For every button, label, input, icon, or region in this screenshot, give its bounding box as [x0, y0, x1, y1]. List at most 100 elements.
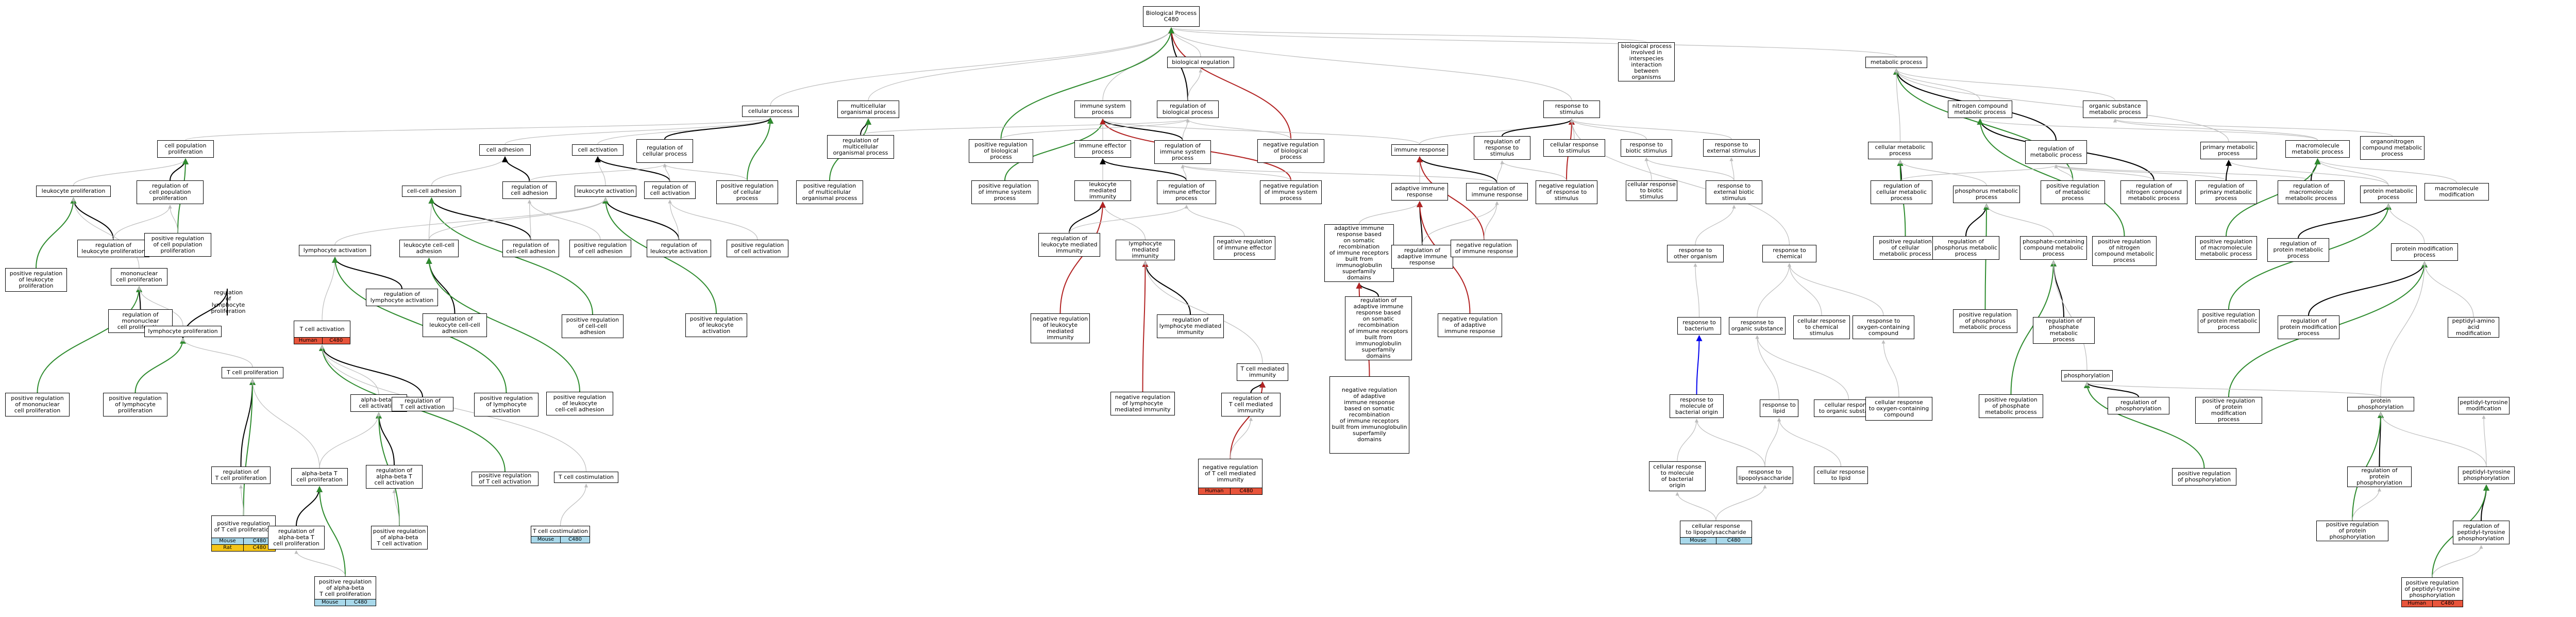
go-term-node-breg[interactable]: biological regulation — [1167, 57, 1234, 68]
go-term-node-posregpeptyr[interactable]: positive regulation of peptidyl-tyrosine… — [2401, 577, 2463, 607]
go-term-node-adapt[interactable]: adaptive immune response — [1391, 183, 1448, 201]
go-term-node-negregimresp[interactable]: negative regulation of immune response — [1451, 240, 1518, 257]
go-term-node-peptyrphos[interactable]: peptidyl-tyrosine phosphorylation — [2458, 466, 2515, 484]
go-term-node-regtact[interactable]: regulation of T cell activation — [392, 397, 453, 411]
go-term-node-leukact[interactable]: leukocyte activation — [575, 186, 636, 197]
go-term-node-lymphprol[interactable]: lymphocyte proliferation — [144, 326, 222, 337]
go-term-node-imresp[interactable]: immune response — [1391, 144, 1448, 156]
go-term-node-negregadapt[interactable]: negative regulation of adaptive immune r… — [1438, 313, 1502, 337]
go-term-node-primary[interactable]: primary metabolic process — [2200, 142, 2257, 159]
go-term-node-multi[interactable]: multicellular organismal process — [837, 101, 899, 118]
go-term-node-regcellcpp[interactable]: regulation of lymphocyte proliferation — [211, 289, 246, 315]
go-term-node-regmet[interactable]: regulation of metabolic process — [2025, 140, 2087, 164]
go-term-node-chem[interactable]: response to chemical — [1762, 245, 1816, 262]
go-term-node-posregabprol[interactable]: positive regulation of alpha-beta T cell… — [314, 576, 376, 606]
go-term-node-posregphosmet[interactable]: positive regulation of phosphorus metabo… — [1953, 309, 2017, 333]
go-term-node-negregleukmed[interactable]: negative regulation of leukocyte mediate… — [1031, 313, 1090, 343]
go-term-node-phosphcomp[interactable]: phosphate-containing compound metabolic … — [2020, 236, 2087, 260]
go-term-node-imeff[interactable]: immune effector process — [1074, 140, 1131, 158]
go-term-node-tcostim[interactable]: T cell costimulation — [554, 472, 618, 483]
go-term-node-negregtmed[interactable]: negative regulation of T cell mediated i… — [1198, 459, 1262, 495]
go-term-node-celllipid[interactable]: cellular response to lipid — [1814, 466, 1868, 484]
go-term-node-posregprotphos[interactable]: positive regulation of protein phosphory… — [2316, 521, 2388, 541]
go-term-node-posregnitro[interactable]: positive regulation of nitrogen compound… — [2092, 236, 2157, 266]
go-term-node-regprotmet[interactable]: regulation of protein metabolic process — [2267, 238, 2329, 262]
go-term-node-tprol[interactable]: T cell proliferation — [222, 367, 283, 378]
go-term-node-posregcellmet[interactable]: positive regulation of cellular metaboli… — [1873, 236, 1938, 260]
go-term-node-immune[interactable]: immune system process — [1074, 101, 1131, 118]
go-term-node-protphos[interactable]: protein phosphorylation — [2347, 397, 2414, 411]
go-term-node-posregleukprol[interactable]: positive regulation of leukocyte prolife… — [5, 268, 67, 292]
go-term-node-posreglymphprol[interactable]: positive regulation of lymphocyte prolif… — [103, 393, 167, 416]
go-term-node-posregmulti[interactable]: positive regulation of multicellular org… — [796, 180, 863, 204]
go-term-node-regimsys[interactable]: regulation of immune system process — [1154, 140, 1211, 164]
go-term-node-regleukact[interactable]: regulation of leukocyte activation — [647, 240, 711, 257]
go-term-node-lymphmed[interactable]: lymphocyte mediated immunity — [1116, 240, 1175, 260]
go-term-node-posreglymphact[interactable]: positive regulation of lymphocyte activa… — [474, 393, 538, 416]
go-term-node-protmod[interactable]: protein modification process — [2391, 243, 2458, 261]
go-term-node-negregresp[interactable]: negative regulation of response to stimu… — [1536, 180, 1597, 204]
go-term-node-adaptsom[interactable]: adaptive immune response based on somati… — [1324, 224, 1394, 282]
go-term-node-regadapt[interactable]: regulation of adaptive immune response — [1391, 245, 1453, 269]
go-term-node-posregleukact[interactable]: positive regulation of leukocyte activat… — [685, 313, 747, 337]
go-term-node-regtmed[interactable]: regulation of T cell mediated immunity — [1221, 393, 1281, 416]
go-term-node-regcellact[interactable]: regulation of cell activation — [644, 181, 696, 199]
go-term-node-extbiotic[interactable]: response to external biotic stimulus — [1706, 180, 1762, 204]
go-term-node-celloxy[interactable]: cellular response to oxygen-containing c… — [1865, 397, 1932, 421]
go-term-node-negreglymphmed[interactable]: negative regulation of lymphocyte mediat… — [1110, 392, 1175, 415]
go-term-node-bp[interactable]: Biological Process C480 — [1143, 6, 1200, 27]
go-term-node-regleukprol[interactable]: regulation of leukocyte proliferation — [77, 240, 149, 257]
go-term-node-regimresp[interactable]: regulation of immune response — [1466, 183, 1528, 201]
go-term-node-regresp[interactable]: regulation of response to stimulus — [1474, 136, 1530, 160]
go-term-node-macromod[interactable]: macromolecule modification — [2425, 183, 2489, 201]
go-term-node-regadaptsom[interactable]: regulation of adaptive immune response b… — [1345, 296, 1412, 360]
go-term-node-regprotmod[interactable]: regulation of protein modification proce… — [2278, 315, 2339, 339]
go-term-node-lymphact[interactable]: lymphocyte activation — [299, 245, 371, 256]
go-term-node-regleukmed[interactable]: regulation of leukocyte mediated immunit… — [1038, 233, 1100, 257]
go-term-node-orgsubresp[interactable]: response to organic substance — [1729, 317, 1786, 335]
go-term-node-posregcellp[interactable]: positive regulation of cellular process — [716, 180, 778, 204]
go-term-node-phosphorylation[interactable]: phosphorylation — [2061, 370, 2113, 381]
go-term-node-posregcellact[interactable]: positive regulation of cell activation — [727, 240, 788, 257]
go-term-node-negregbp[interactable]: negative regulation of biological proces… — [1257, 139, 1324, 163]
go-term-node-binter[interactable]: biological process involved in interspec… — [1618, 42, 1675, 81]
go-term-node-respmolbact[interactable]: response to molecule of bacterial origin — [1670, 394, 1724, 418]
go-term-node-resplps[interactable]: response to lipopolysaccharide — [1737, 466, 1793, 484]
go-term-node-posregphosph[interactable]: positive regulation of phosphorylation — [2172, 468, 2236, 486]
go-term-node-cellchem[interactable]: cellular response to chemical stimulus — [1793, 315, 1850, 339]
go-term-node-cellmet[interactable]: cellular metabolic process — [1868, 142, 1932, 159]
go-term-node-regtprol[interactable]: regulation of T cell proliferation — [211, 466, 271, 484]
go-term-node-phosmet[interactable]: phosphorus metabolic process — [1953, 186, 2020, 203]
go-term-node-regbp[interactable]: regulation of biological process — [1157, 101, 1219, 118]
go-term-node-negregimsys[interactable]: negative regulation of immune system pro… — [1260, 180, 1322, 204]
go-term-node-posregabact[interactable]: positive regulation of alpha-beta T cell… — [371, 526, 428, 549]
go-term-node-macro[interactable]: macromolecule metabolic process — [2285, 140, 2350, 158]
go-term-node-regprimary[interactable]: regulation of primary metabolic process — [2195, 180, 2257, 204]
go-term-node-otherorg[interactable]: response to other organism — [1667, 245, 1724, 262]
go-term-node-extstim[interactable]: response to external stimulus — [1703, 139, 1760, 157]
go-term-node-regcellmet[interactable]: regulation of cellular metabolic process — [1871, 180, 1932, 204]
go-term-node-celladh[interactable]: cell adhesion — [479, 144, 531, 156]
go-term-node-regphosphmet[interactable]: regulation of phosphate metabolic proces… — [2033, 317, 2095, 344]
go-term-node-cellbiotic[interactable]: cellular response to biotic stimulus — [1626, 180, 1677, 201]
go-term-node-resp[interactable]: response to stimulus — [1543, 101, 1600, 118]
go-term-node-cpp[interactable]: cell population proliferation — [157, 140, 214, 158]
go-term-node-peptyr[interactable]: peptidyl-tyrosine modification — [2458, 397, 2510, 414]
go-term-node-orgsub[interactable]: organic substance metabolic process — [2083, 101, 2147, 118]
go-term-node-posregbp[interactable]: positive regulation of biological proces… — [969, 139, 1033, 163]
go-term-node-negregimeff[interactable]: negative regulation of immune effector p… — [1214, 236, 1275, 260]
go-term-node-regphosmet[interactable]: regulation of phosphorus metabolic proce… — [1932, 236, 1999, 260]
go-term-node-negregadaptsom[interactable]: negative regulation of adaptive immune r… — [1329, 376, 1409, 454]
go-term-node-orgnitro[interactable]: organonitrogen compound metabolic proces… — [2360, 136, 2425, 160]
go-term-node-leukmed[interactable]: leukocyte mediated immunity — [1074, 180, 1131, 201]
go-term-node-posregleukccadh[interactable]: positive regulation of leukocyte cell-ce… — [546, 392, 613, 415]
go-term-node-regleukccadh[interactable]: regulation of leukocyte cell-cell adhesi… — [423, 313, 487, 337]
go-term-node-posregphosphmet[interactable]: positive regulation of phosphate metabol… — [1979, 394, 2043, 418]
go-term-node-posregtact[interactable]: positive regulation of T cell activation — [472, 472, 538, 486]
go-term-node-abprol[interactable]: alpha-beta T cell proliferation — [291, 468, 348, 486]
go-term-node-reglymphact[interactable]: regulation of lymphocyte activation — [366, 289, 438, 306]
go-term-node-biotic[interactable]: response to biotic stimulus — [1621, 139, 1672, 157]
go-term-node-posregcelladh[interactable]: positive regulation of cell adhesion — [569, 240, 631, 257]
